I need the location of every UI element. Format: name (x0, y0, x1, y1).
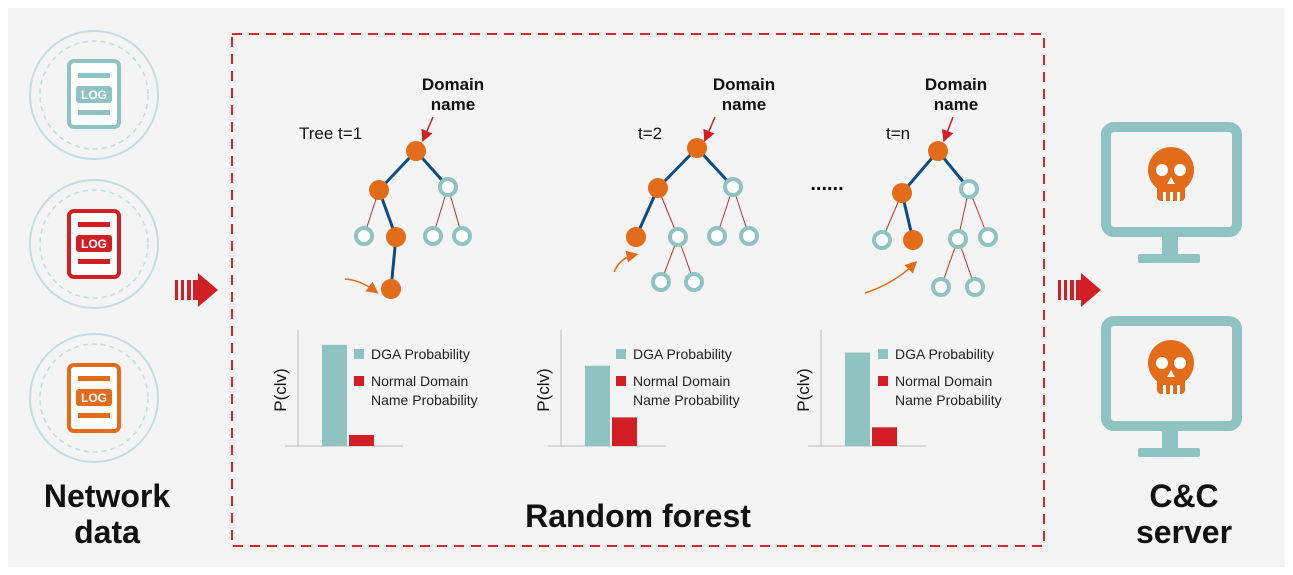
more-trees-ellipsis: ...... (810, 173, 843, 195)
chart-1-legend-normal-line1: Normal Domain (371, 373, 468, 389)
network-data-panel: LOG LOG LOG (29, 30, 170, 550)
log-label-2: LOG (81, 237, 107, 251)
network-data-title-line2: data (74, 514, 140, 550)
chart-2-legend-normal-line1: Normal Domain (633, 373, 730, 389)
dga-probability-bar (845, 352, 870, 446)
tree-n-label: t=n (886, 124, 910, 143)
legend-swatch-dga (616, 349, 626, 359)
cc-server-panel: C&C server (1101, 122, 1242, 550)
legend-swatch-normal (878, 376, 888, 386)
chart-2-legend-normal-line2: Name Probability (633, 392, 740, 408)
skull-icon (1148, 340, 1194, 394)
dga-probability-bar (585, 365, 610, 446)
random-forest-title: Random forest (525, 498, 751, 534)
tree-1-root-label-line1: Domain (422, 75, 484, 94)
chart-3-ylabel: P(clv) (794, 368, 813, 411)
normal-domain-probability-bar (349, 435, 374, 446)
log-label-1: LOG (81, 88, 107, 102)
log-badge-1: LOG (29, 30, 159, 160)
legend-swatch-dga (354, 349, 364, 359)
monitor-1 (1101, 122, 1242, 263)
tree-2-root-label-line2: name (722, 95, 766, 114)
legend-swatch-normal (354, 376, 364, 386)
cc-server-title-line1: C&C (1149, 478, 1218, 514)
chart-1-legend-dga: DGA Probability (371, 346, 470, 362)
chart-1-ylabel: P(clv) (271, 368, 290, 411)
cc-server-title-line2: server (1136, 514, 1232, 550)
chart-2-legend-dga: DGA Probability (633, 346, 732, 362)
log-label-3: LOG (81, 391, 107, 405)
probability-chart-3: P(clv) DGA Probability Normal Domain Nam… (794, 330, 1002, 447)
log-badge-2: LOG (29, 179, 159, 309)
log-file-icon: LOG (67, 363, 121, 433)
chart-1-legend-normal-line2: Name Probability (371, 392, 478, 408)
chart-3-legend-normal-line1: Normal Domain (895, 373, 992, 389)
tree-1-label: Tree t=1 (299, 124, 362, 143)
probability-chart-2: P(clv) DGA Probability Normal Domain Nam… (534, 330, 740, 447)
network-data-title-line1: Network (44, 478, 170, 514)
output-flow-arrow (1058, 273, 1101, 307)
tree-2-label: t=2 (638, 124, 662, 143)
legend-swatch-dga (878, 349, 888, 359)
chart-3-legend-normal-line2: Name Probability (895, 392, 1002, 408)
decision-tree-1: Domain name Tree t=1 (299, 75, 484, 299)
dga-probability-bar (322, 344, 347, 446)
legend-swatch-normal (616, 376, 626, 386)
log-file-icon: LOG (67, 59, 121, 129)
tree-2-root-label-line1: Domain (713, 75, 775, 94)
chart-2-ylabel: P(clv) (534, 368, 553, 411)
log-file-icon: LOG (67, 209, 121, 279)
log-badge-3: LOG (29, 333, 159, 463)
probability-chart-1: P(clv) DGA Probability Normal Domain Nam… (271, 330, 478, 447)
decision-tree-n: Domain name t=n (864, 75, 998, 297)
tree-1-root-label-line2: name (431, 95, 475, 114)
normal-domain-probability-bar (872, 427, 897, 446)
skull-icon (1148, 147, 1194, 201)
tree-n-root-label-line1: Domain (925, 75, 987, 94)
monitor-2 (1101, 316, 1242, 457)
tree-n-root-label-line2: name (934, 95, 978, 114)
decision-tree-2: Domain name t=2 (613, 75, 775, 292)
chart-3-legend-dga: DGA Probability (895, 346, 994, 362)
input-flow-arrow (175, 273, 218, 307)
normal-domain-probability-bar (612, 417, 637, 446)
